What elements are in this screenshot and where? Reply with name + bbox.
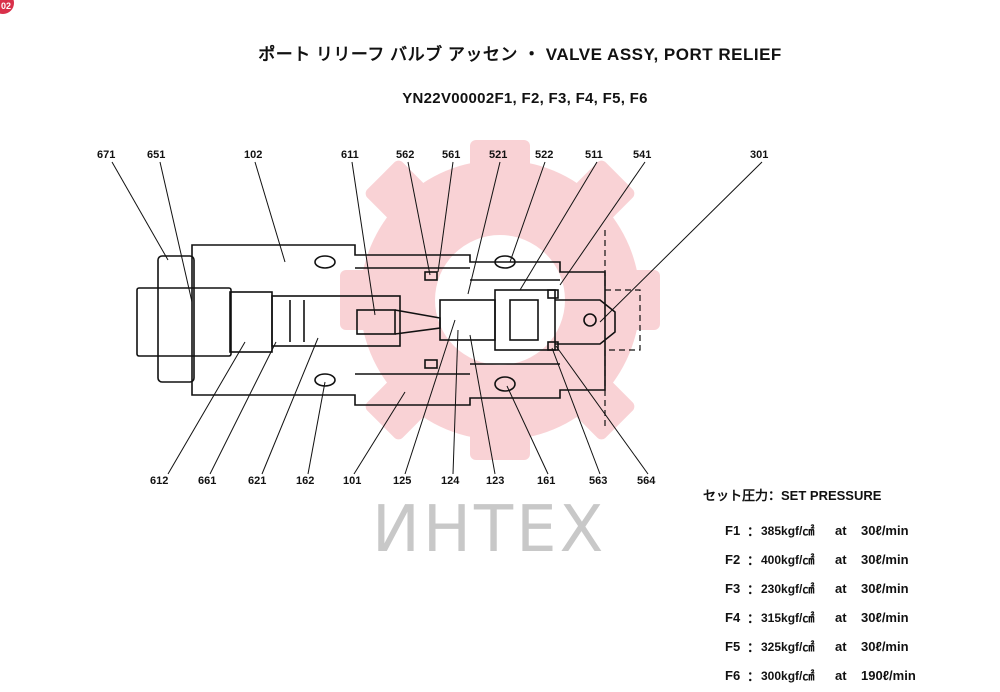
mating-outline <box>604 230 641 430</box>
row-value: 300kgf/㎠ <box>761 669 815 683</box>
part-label-101: 101 <box>343 475 361 487</box>
pressure-row: F4 ： 315kgf/㎠ at 30ℓ/min <box>703 603 921 632</box>
set-pressure-table: セット圧力：SET PRESSURE F1 ： 385kgf/㎠ at 30ℓ/… <box>703 485 921 690</box>
part-label-564: 564 <box>637 475 656 487</box>
diagram-title: ポート リリーフ バルブ アッセン ・ VALVE ASSY, PORT REL… <box>258 45 782 64</box>
row-flow: 30ℓ/min <box>861 639 909 654</box>
brand-watermark: ИНТЕХ <box>372 493 607 567</box>
part-label-124: 124 <box>441 475 460 487</box>
part-label-521: 521 <box>489 149 507 161</box>
part-label-563: 563 <box>589 475 607 487</box>
part-label-561: 561 <box>442 149 460 161</box>
row-code: F1 <box>725 523 741 538</box>
pressure-row: F2 ： 400kgf/㎠ at 30ℓ/min <box>703 545 921 574</box>
part-label-661: 661 <box>198 475 216 487</box>
part-label-123: 123 <box>486 475 504 487</box>
row-at: at <box>835 552 847 567</box>
part-label-671: 671 <box>97 149 115 161</box>
row-sep: ： <box>747 582 761 597</box>
part-label-562: 562 <box>396 149 414 161</box>
row-flow: 30ℓ/min <box>861 610 909 625</box>
part-label-612: 612 <box>150 475 168 487</box>
row-value: 400kgf/㎠ <box>761 553 815 567</box>
leader-lines <box>111 161 763 475</box>
set-pressure-heading: セット圧力：SET PRESSURE <box>703 488 882 503</box>
row-at: at <box>835 581 847 596</box>
row-code: F5 <box>725 639 741 654</box>
part-label-161: 161 <box>537 475 555 487</box>
pressure-row: F5 ： 325kgf/㎠ at 30ℓ/min <box>703 632 921 661</box>
row-code: F6 <box>725 668 741 683</box>
row-sep: ： <box>747 669 761 684</box>
valve-body <box>136 244 616 406</box>
row-code: F2 <box>725 552 741 567</box>
row-value: 230kgf/㎠ <box>761 582 815 596</box>
part-label-301: 301 <box>750 149 768 161</box>
part-label-651: 651 <box>147 149 165 161</box>
row-value: 325kgf/㎠ <box>761 640 815 654</box>
part-label-511: 511 <box>585 149 603 161</box>
diagram-subtitle: YN22V00002F1, F2, F3, F4, F5, F6 <box>402 90 648 107</box>
part-label-102: 102 <box>244 149 262 161</box>
page-badge: 02 <box>0 0 14 14</box>
part-label-162: 162 <box>296 475 314 487</box>
row-sep: ： <box>747 640 761 655</box>
gear-watermark-icon <box>340 140 660 460</box>
row-sep: ： <box>747 611 761 626</box>
row-sep: ： <box>747 553 761 568</box>
row-at: at <box>835 523 847 538</box>
row-at: at <box>835 639 847 654</box>
row-sep: ： <box>747 524 761 539</box>
row-flow: 30ℓ/min <box>861 552 909 567</box>
row-value: 385kgf/㎠ <box>761 524 815 538</box>
row-at: at <box>835 668 847 683</box>
part-label-621: 621 <box>248 475 266 487</box>
pressure-row: F1 ： 385kgf/㎠ at 30ℓ/min <box>703 516 921 545</box>
part-label-541: 541 <box>633 149 651 161</box>
pressure-row: F6 ： 300kgf/㎠ at 190ℓ/min <box>703 661 921 690</box>
row-flow: 30ℓ/min <box>861 523 909 538</box>
row-code: F3 <box>725 581 741 596</box>
row-flow: 30ℓ/min <box>861 581 909 596</box>
part-labels: 671 651 102 611 562 561 521 522 511 541 … <box>97 149 768 487</box>
row-at: at <box>835 610 847 625</box>
row-flow: 190ℓ/min <box>861 668 916 683</box>
part-label-522: 522 <box>535 149 553 161</box>
part-label-611: 611 <box>341 149 359 161</box>
row-code: F4 <box>725 610 741 625</box>
part-label-125: 125 <box>393 475 411 487</box>
pressure-row: F3 ： 230kgf/㎠ at 30ℓ/min <box>703 574 921 603</box>
row-value: 315kgf/㎠ <box>761 611 815 625</box>
